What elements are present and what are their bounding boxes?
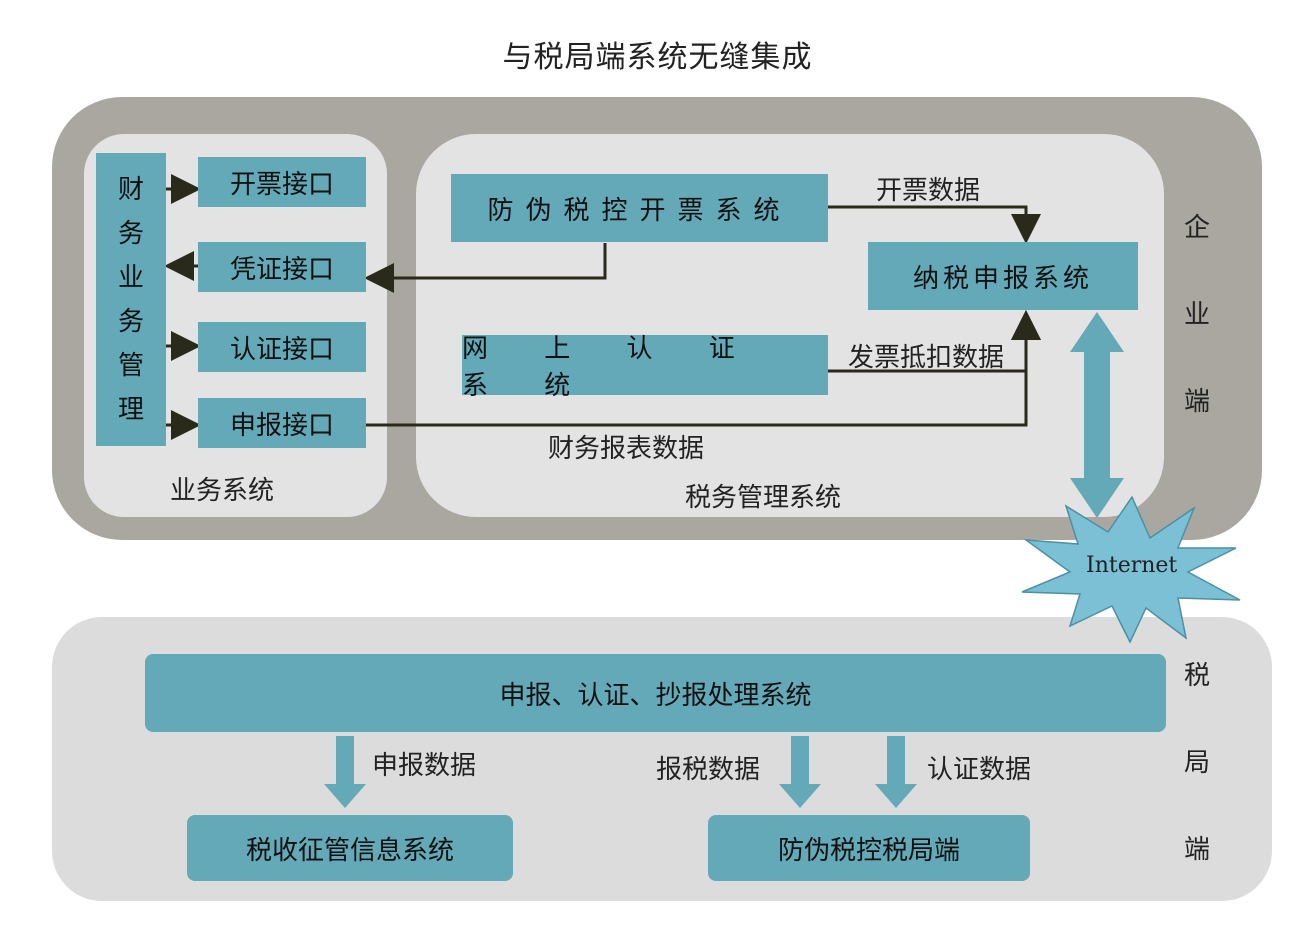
double-arrow-internet <box>1070 312 1124 518</box>
finance-char: 管 <box>117 350 144 381</box>
anti-fake-bureau-system: 防伪税控税局端 <box>708 815 1030 881</box>
finance-business-mgmt: 财 务 业 务 管 理 <box>96 153 166 446</box>
finance-char: 财 <box>117 174 144 205</box>
financial-report-data-label: 财务报表数据 <box>548 434 705 464</box>
finance-char: 理 <box>117 394 144 425</box>
tax-declaration-system: 纳税申报系统 <box>868 242 1138 310</box>
finance-char: 务 <box>117 306 144 337</box>
enterprise-side-char: 业 <box>1184 300 1211 330</box>
diagram-title: 与税局端系统无缝集成 <box>502 40 813 75</box>
cert-data-label: 认证数据 <box>927 755 1032 785</box>
invoice-data-label: 开票数据 <box>876 176 981 206</box>
anti-fake-invoicing-system: 防伪税控开票系统 <box>451 174 828 242</box>
certification-interface: 认证接口 <box>198 322 366 372</box>
arrow-cert-data <box>875 736 917 808</box>
finance-char: 务 <box>117 218 144 249</box>
finance-char: 业 <box>117 262 144 293</box>
arrow-invoice-data <box>828 205 1041 244</box>
arrow-report-tax-data <box>779 736 821 808</box>
report-tax-data-label: 报税数据 <box>656 755 761 785</box>
voucher-interface: 凭证接口 <box>198 242 366 292</box>
arrow-financial-report-data <box>366 310 1041 427</box>
declaration-interface: 申报接口 <box>198 398 366 448</box>
bureau-side-char: 税 <box>1184 661 1211 691</box>
internet-starburst <box>1021 495 1241 644</box>
deduction-data-label: 发票抵扣数据 <box>848 343 1005 373</box>
business-system-label: 业务系统 <box>170 476 275 506</box>
declare-data-label: 申报数据 <box>372 751 477 781</box>
enterprise-side-char: 端 <box>1184 387 1211 417</box>
bureau-side-char: 局 <box>1184 748 1211 778</box>
processing-system: 申报、认证、抄报处理系统 <box>145 654 1166 732</box>
tax-mgmt-system-label: 税务管理系统 <box>685 483 842 513</box>
internet-label: Internet <box>1086 553 1178 578</box>
arrow-declare-data <box>324 736 366 808</box>
enterprise-side-char: 企 <box>1184 213 1211 243</box>
invoice-interface: 开票接口 <box>198 157 366 207</box>
tax-collection-info-system: 税收征管信息系统 <box>187 815 513 881</box>
online-certification-system: 网 上 认 证 系 统 <box>462 334 828 401</box>
arrow-invoicing-to-voucher <box>364 243 607 293</box>
bureau-side-char: 端 <box>1184 835 1211 865</box>
